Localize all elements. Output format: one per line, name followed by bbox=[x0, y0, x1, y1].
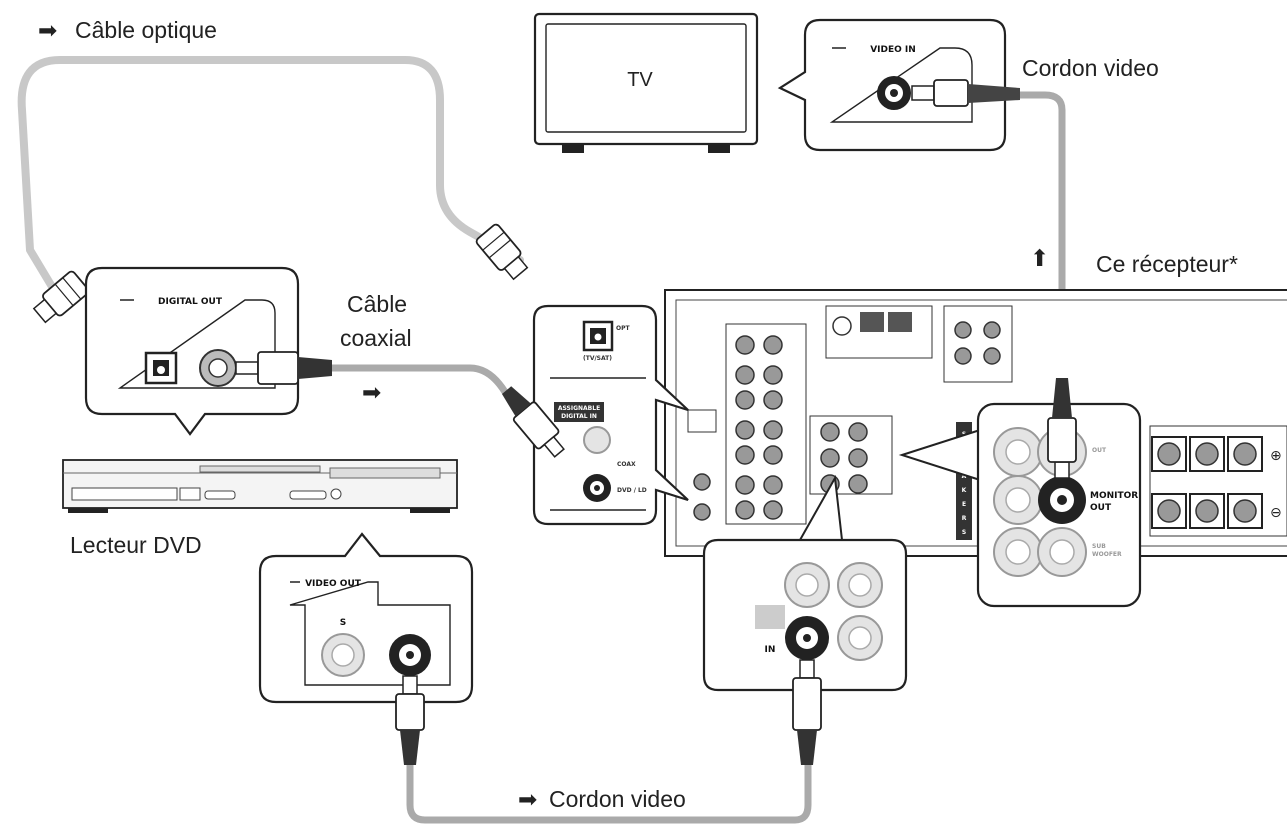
tv-foot-right bbox=[708, 144, 730, 153]
tv-screen bbox=[545, 23, 747, 133]
s-video-label: S bbox=[340, 618, 346, 628]
receiver-video-in-callout: IN bbox=[702, 474, 908, 765]
svg-text:E: E bbox=[962, 501, 966, 508]
optical-plug-dvd bbox=[32, 270, 90, 324]
monitor-out-label-1: MONITOR bbox=[1090, 491, 1138, 501]
coaxial-arrow: ➡ bbox=[362, 379, 381, 405]
tv-sat-label: (TV/SAT) bbox=[583, 355, 612, 362]
up-arrow: ⬆ bbox=[1030, 245, 1049, 271]
tv-body bbox=[533, 12, 759, 146]
receiver-video-in-plug bbox=[792, 659, 822, 765]
monitor-out-label-2: OUT bbox=[1090, 503, 1112, 513]
svg-text:⊕: ⊕ bbox=[1270, 447, 1282, 463]
digital-out-callout: DIGITAL OUT bbox=[84, 266, 332, 436]
svg-text:⊖: ⊖ bbox=[1270, 504, 1282, 520]
video-cord-top-label: Cordon video bbox=[1022, 55, 1159, 81]
receiver-label: Ce récepteur* bbox=[1096, 251, 1238, 277]
video-cord-bottom-label: Cordon video bbox=[549, 786, 686, 812]
digital-out-label: DIGITAL OUT bbox=[158, 297, 223, 307]
dvd-ld-label: DVD / LD bbox=[617, 487, 647, 494]
svg-text:K: K bbox=[962, 487, 967, 494]
coaxial-cable-path bbox=[326, 364, 509, 396]
assignable-digital-in-callout: OPT (TV/SAT) ASSIGNABLE DIGITAL IN COAX … bbox=[501, 304, 689, 526]
tv: TV bbox=[533, 12, 759, 153]
coaxial-cable-label-2: coaxial bbox=[340, 325, 412, 351]
tv-label: TV bbox=[627, 69, 653, 91]
video-out-label: VIDEO OUT bbox=[305, 579, 362, 589]
opt-label: OPT bbox=[616, 325, 630, 332]
dvd-player bbox=[62, 459, 458, 513]
video-cord-bottom-path bbox=[406, 756, 812, 824]
out-label: OUT bbox=[1092, 447, 1107, 454]
in-label: IN bbox=[765, 645, 776, 655]
receiver-jack-grid bbox=[687, 323, 893, 525]
sub-woofer-label-2: WOOFER bbox=[1092, 551, 1122, 558]
assignable-label-1: ASSIGNABLE bbox=[558, 405, 600, 412]
svg-text:R: R bbox=[962, 515, 967, 522]
video-in-label: VIDEO IN bbox=[870, 45, 916, 55]
receiver: ⊕ ⊖ S P E A K E R S bbox=[664, 289, 1287, 557]
optical-arrow: ➡ bbox=[38, 17, 57, 43]
sub-woofer-label-1: SUB bbox=[1092, 543, 1106, 550]
svg-text:A: A bbox=[962, 473, 967, 480]
video-out-callout: VIDEO OUT S bbox=[258, 532, 474, 765]
video-out-plug bbox=[395, 675, 425, 765]
coaxial-cable-label-1: Câble bbox=[347, 291, 407, 317]
monitor-out-plug bbox=[1047, 378, 1077, 479]
opt-jack bbox=[582, 320, 614, 352]
video-in-plug bbox=[911, 79, 1020, 107]
optical-cable-label: Câble optique bbox=[75, 17, 217, 43]
coax-label: COAX bbox=[617, 461, 636, 468]
monitor-out-callout: OUT MONITOR OUT SUB WOOFER bbox=[898, 378, 1142, 608]
dvd-player-label: Lecteur DVD bbox=[70, 532, 202, 558]
coax-plug-dvd bbox=[235, 351, 332, 385]
video-cord-bottom-arrow: ➡ bbox=[518, 786, 537, 812]
optical-plug-receiver bbox=[475, 223, 529, 281]
assignable-label-2: DIGITAL IN bbox=[561, 413, 597, 420]
receiver-speaker-terminals: ⊕ ⊖ bbox=[1149, 425, 1287, 537]
tv-foot-left bbox=[562, 144, 584, 153]
svg-text:S: S bbox=[962, 529, 966, 536]
video-cord-top-path bbox=[1016, 91, 1066, 384]
video-in-callout: VIDEO IN bbox=[777, 18, 1020, 152]
optical-cable-path bbox=[17, 56, 524, 304]
coax-plug-receiver bbox=[501, 386, 565, 458]
